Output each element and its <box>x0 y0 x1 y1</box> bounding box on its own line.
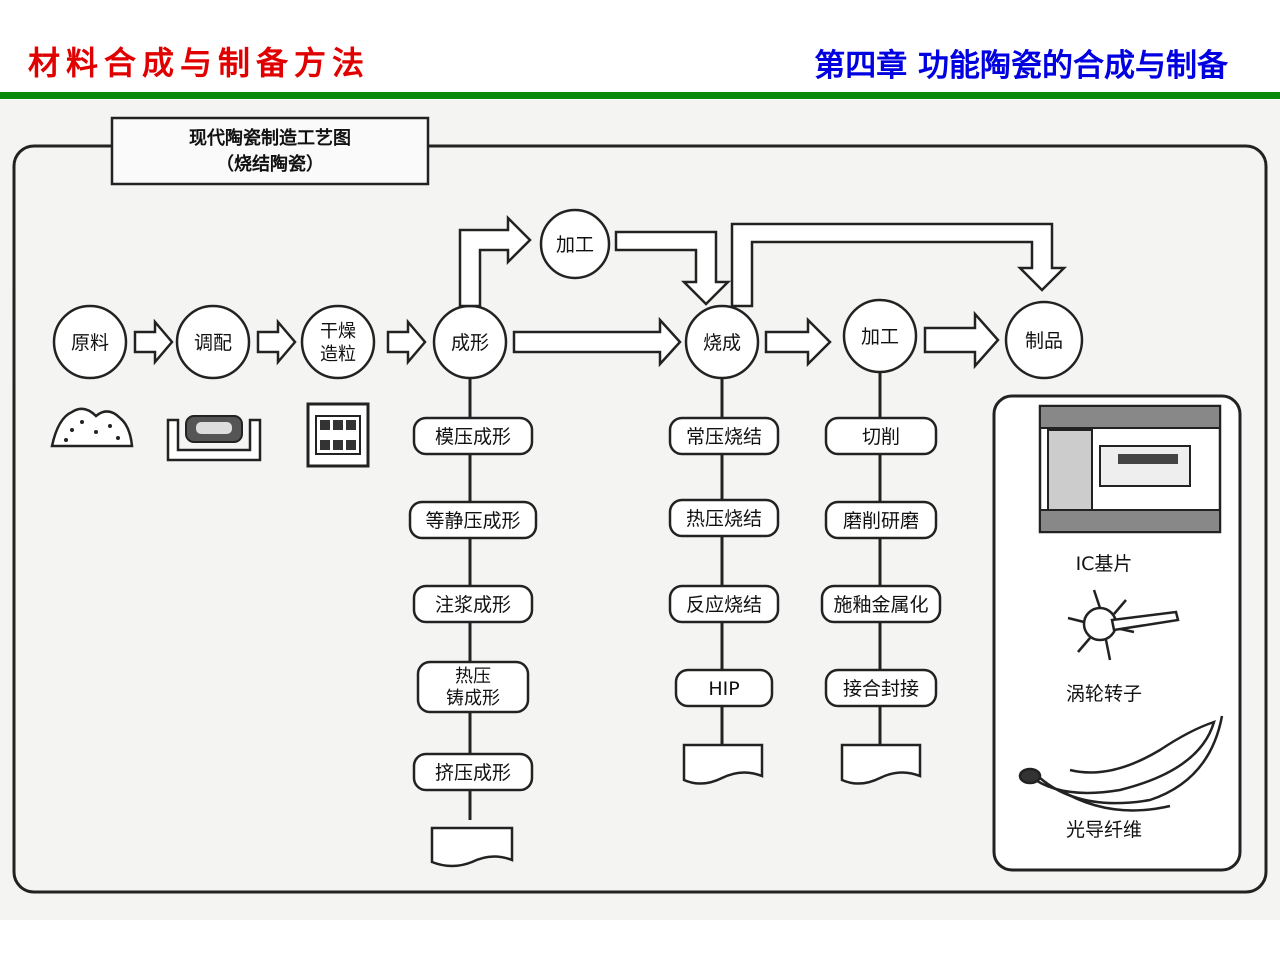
node-drying: 干燥 造粒 <box>300 304 376 380</box>
node-mixing: 调配 <box>175 304 251 380</box>
forming-method-label: 等静压成形 <box>425 510 520 532</box>
node-machining: 加工 <box>842 298 918 374</box>
machining-method-label: 磨削研磨 <box>843 510 919 532</box>
sintering-continuation-flag <box>682 743 764 785</box>
node-sintering-label: 烧成 <box>703 332 741 354</box>
diagram-title: 现代陶瓷制造工艺图 <box>189 127 351 149</box>
main-flow-arrows <box>133 214 1068 370</box>
optical-fiber-image <box>1018 715 1224 812</box>
arrow-raw-to-mixing <box>133 318 174 366</box>
diagram-title-box <box>110 116 430 186</box>
node-machining-top: 加工 <box>539 208 611 280</box>
arrow-mixing-to-drying <box>256 318 297 366</box>
node-product-label: 制品 <box>1025 330 1063 352</box>
machining-method-label: 接合封接 <box>843 678 919 700</box>
turbine-rotor-image <box>1067 589 1180 661</box>
forming-method-label: 铸成形 <box>446 688 500 709</box>
sintering-method-label: 常压烧结 <box>686 426 762 448</box>
arrow-sintering-to-product <box>730 222 1068 308</box>
machining-continuation-flag <box>840 743 922 785</box>
node-product: 制品 <box>1004 300 1084 380</box>
diagram-subtitle: （烧结陶瓷） <box>216 153 324 175</box>
forming-method-label: 挤压成形 <box>435 762 511 784</box>
arrow-drying-to-forming <box>386 318 427 366</box>
sintering-method-label: HIP <box>708 678 739 700</box>
node-mixing-label: 调配 <box>194 332 232 354</box>
arrow-forming-to-sintering <box>512 316 682 368</box>
ic-substrate-image <box>1038 404 1222 534</box>
sintering-method-label: 反应烧结 <box>686 594 762 616</box>
process-diagram-svg: 现代陶瓷制造工艺图 （烧结陶瓷） 原料 调配 干燥 造粒 成形 加工 烧成 加工… <box>12 116 1268 894</box>
forming-method-label: 注浆成形 <box>435 594 511 616</box>
diagram-frame <box>12 144 1268 894</box>
arrow-sintering-to-machining <box>764 316 832 368</box>
arrow-machining-top-to-sintering <box>614 230 732 306</box>
course-title: 材料合成与制备方法 <box>28 44 371 82</box>
raw-material-powder-image <box>50 407 134 448</box>
header-divider <box>0 92 1280 99</box>
process-diagram: 现代陶瓷制造工艺图 （烧结陶瓷） 原料 调配 干燥 造粒 成形 加工 烧成 加工… <box>0 100 1280 920</box>
mixing-ball-mill-image <box>166 415 262 462</box>
machining-methods: 切削 磨削研磨 施釉金属化 接合封接 <box>820 416 942 785</box>
sintering-method-label: 热压烧结 <box>686 508 762 530</box>
node-sintering: 烧成 <box>684 304 760 380</box>
sintering-methods: 常压烧结 热压烧结 反应烧结 HIP <box>668 416 780 785</box>
machining-method-label: 施釉金属化 <box>833 594 928 616</box>
node-machining-label: 加工 <box>861 326 899 348</box>
node-drying-label-2: 造粒 <box>320 344 356 365</box>
forming-method-label: 模压成形 <box>435 426 511 448</box>
forming-method-label: 热压 <box>455 666 491 687</box>
product-turbine-rotor-label: 涡轮转子 <box>1066 683 1142 705</box>
drying-granulator-image <box>306 402 370 468</box>
node-forming-label: 成形 <box>451 332 489 354</box>
product-ic-substrate-label: IC基片 <box>1076 553 1133 575</box>
forming-continuation-flag <box>430 826 514 868</box>
node-raw-material-label: 原料 <box>71 332 109 354</box>
machining-method-label: 切削 <box>862 426 900 448</box>
arrow-forming-to-machining-top <box>458 214 532 308</box>
arrow-machining-to-product <box>923 310 1000 370</box>
node-drying-label-1: 干燥 <box>320 321 356 342</box>
chapter-title: 第四章 功能陶瓷的合成与制备 <box>814 48 1228 84</box>
product-optical-fiber-label: 光导纤维 <box>1066 819 1142 841</box>
node-forming: 成形 <box>432 304 508 380</box>
node-raw-material: 原料 <box>52 304 128 380</box>
forming-methods: 模压成形 等静压成形 注浆成形 热压 铸成形 挤压成形 <box>408 416 538 868</box>
node-machining-top-label: 加工 <box>556 234 594 256</box>
